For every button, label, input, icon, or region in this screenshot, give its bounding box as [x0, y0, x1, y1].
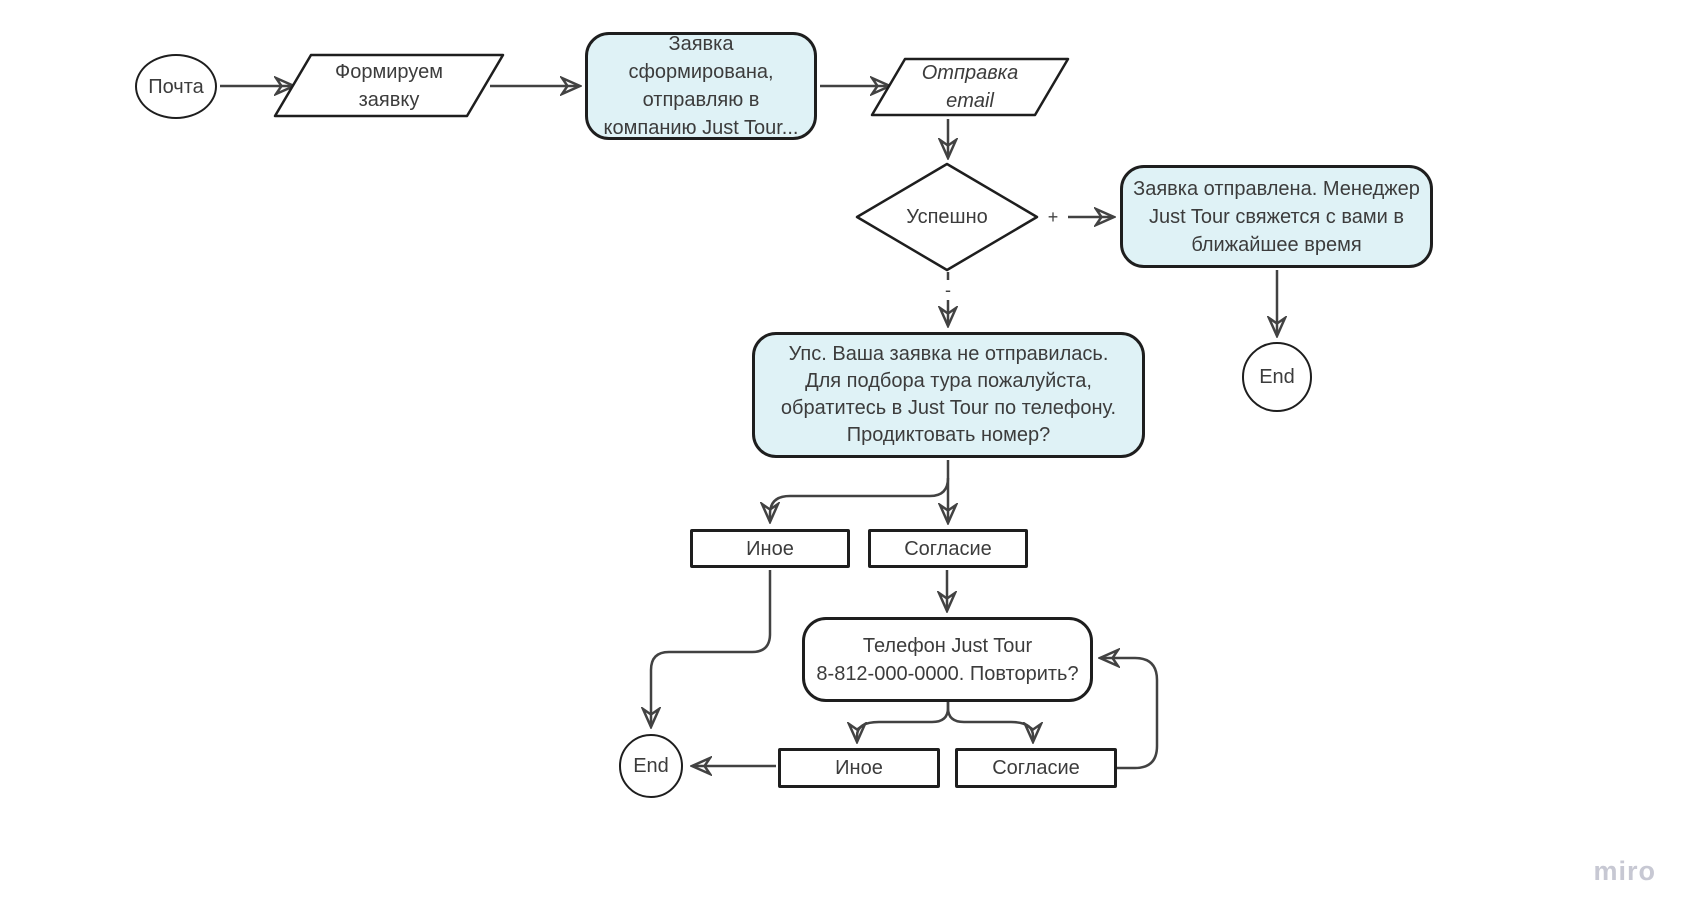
start-node-label: Почта	[148, 75, 204, 98]
edge-agree2-to-phone[interactable]	[1100, 658, 1159, 770]
send-email-label: Отправка email	[921, 62, 1019, 112]
agree-option-2-label: Согласие	[992, 757, 1080, 779]
other-option-2-label: Иное	[835, 757, 883, 779]
edge-phone-to-agree2[interactable]	[946, 702, 1033, 742]
other-option-1-node[interactable]: Иное	[690, 529, 850, 568]
success-decision-label: Успешно	[906, 206, 988, 228]
diamond-shape	[855, 162, 1039, 272]
phone-message-node[interactable]: Телефон Just Tour 8-812-000-0000. Повтор…	[802, 617, 1093, 702]
oops-message-node[interactable]: Упс. Ваша заявка не отправилась. Для под…	[752, 332, 1145, 458]
plus-branch-label[interactable]: +	[1042, 205, 1064, 229]
send-email-node[interactable]: Отправка email	[870, 57, 1070, 117]
request-formed-node[interactable]: Заявка сформирована, отправляю в компани…	[585, 32, 817, 140]
edge-phone-to-other2[interactable]	[857, 702, 950, 742]
request-sent-node[interactable]: Заявка отправлена. Менеджер Just Tour св…	[1120, 165, 1433, 268]
edge-oops-to-other1[interactable]	[770, 477, 950, 522]
form-request-label: Формируем заявку	[335, 60, 443, 111]
other-option-2-node[interactable]: Иное	[778, 748, 940, 788]
agree-option-1-node[interactable]: Согласие	[868, 529, 1028, 568]
end-node-1[interactable]: End	[1242, 342, 1312, 412]
success-decision-node[interactable]: Успешно	[855, 162, 1039, 272]
start-node[interactable]: Почта	[135, 54, 217, 119]
form-request-node[interactable]: Формируем заявку	[273, 53, 505, 118]
minus-branch-text: -	[945, 279, 951, 300]
end-node-2[interactable]: End	[619, 734, 683, 798]
oops-message-label: Упс. Ваша заявка не отправилась. Для под…	[780, 343, 1117, 446]
end-node-1-label: End	[1259, 366, 1295, 388]
request-formed-label: Заявка сформирована, отправляю в компани…	[603, 33, 799, 139]
agree-option-2-node[interactable]: Согласие	[955, 748, 1117, 788]
edge-other1-to-end2[interactable]	[651, 570, 772, 727]
miro-watermark-logo: miro	[1593, 856, 1656, 886]
request-sent-label: Заявка отправлена. Менеджер Just Tour св…	[1133, 177, 1420, 256]
parallelogram-shape	[870, 57, 1070, 117]
plus-branch-text: +	[1047, 206, 1059, 227]
agree-option-1-label: Согласие	[904, 537, 992, 560]
other-option-1-label: Иное	[746, 537, 794, 560]
end-node-2-label: End	[633, 755, 669, 777]
minus-branch-label[interactable]: -	[936, 280, 960, 300]
phone-message-label: Телефон Just Tour 8-812-000-0000. Повтор…	[816, 634, 1079, 685]
